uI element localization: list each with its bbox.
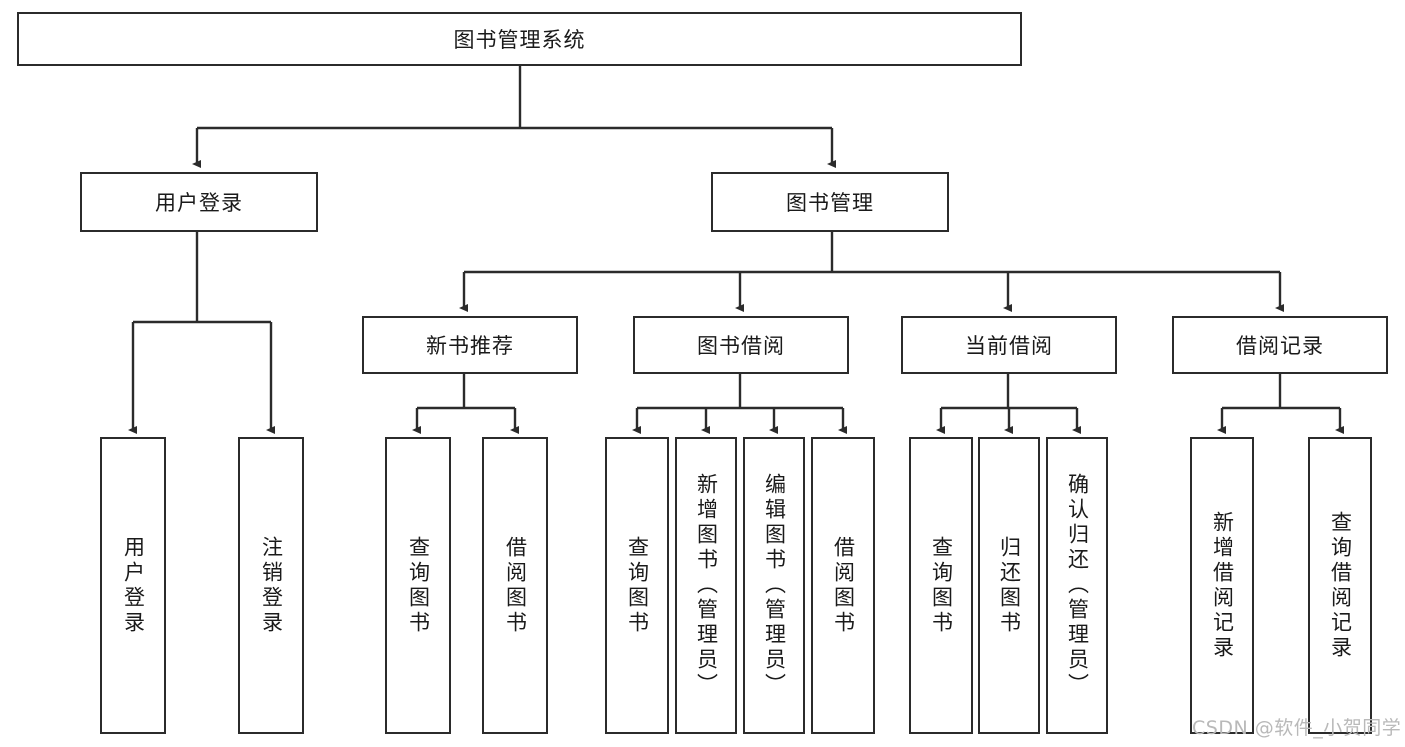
node-leaf-query-book-current[interactable]: 查询图书 [909, 437, 973, 734]
node-new-book-recommendation[interactable]: 新书推荐 [362, 316, 578, 374]
node-label: 查询图书 [625, 535, 650, 636]
node-current-borrowing[interactable]: 当前借阅 [901, 316, 1117, 374]
node-leaf-logout[interactable]: 注销登录 [238, 437, 304, 734]
node-label: 借阅记录 [1236, 334, 1324, 358]
node-borrowing-record[interactable]: 借阅记录 [1172, 316, 1388, 374]
node-leaf-query-book-borrow[interactable]: 查询图书 [605, 437, 669, 734]
node-label: 新增借阅记录 [1210, 510, 1235, 661]
node-label: 用户登录 [121, 535, 146, 636]
node-label: 借阅图书 [831, 535, 856, 636]
node-label: 查询图书 [406, 535, 431, 636]
node-label: 注销登录 [259, 535, 284, 636]
node-leaf-borrow-book-recommend[interactable]: 借阅图书 [482, 437, 548, 734]
node-leaf-user-login[interactable]: 用户登录 [100, 437, 166, 734]
node-label: 当前借阅 [965, 334, 1053, 358]
node-label: 图书管理 [786, 191, 874, 215]
node-label: 借阅图书 [503, 535, 528, 636]
node-label: 查询借阅记录 [1328, 510, 1353, 661]
node-leaf-edit-book-admin[interactable]: 编辑图书（管理员） [743, 437, 805, 734]
node-leaf-return-book[interactable]: 归还图书 [978, 437, 1040, 734]
node-label: 查询图书 [929, 535, 954, 636]
node-label: 图书管理系统 [453, 28, 586, 52]
node-label: 归还图书 [997, 535, 1022, 636]
node-label: 编辑图书（管理员） [762, 473, 787, 698]
node-label: 用户登录 [155, 191, 243, 215]
node-label: 新书推荐 [426, 334, 514, 358]
node-book-borrowing[interactable]: 图书借阅 [633, 316, 849, 374]
node-leaf-query-borrow-record[interactable]: 查询借阅记录 [1308, 437, 1372, 734]
node-leaf-query-book-recommend[interactable]: 查询图书 [385, 437, 451, 734]
csdn-watermark: CSDN @软件_小贺同学 [1192, 717, 1402, 739]
node-book-management[interactable]: 图书管理 [711, 172, 949, 232]
node-leaf-borrow-book[interactable]: 借阅图书 [811, 437, 875, 734]
node-leaf-add-book-admin[interactable]: 新增图书（管理员） [675, 437, 737, 734]
node-root-book-management-system[interactable]: 图书管理系统 [17, 12, 1022, 66]
node-user-login[interactable]: 用户登录 [80, 172, 318, 232]
node-leaf-confirm-return-admin[interactable]: 确认归还（管理员） [1046, 437, 1108, 734]
node-label: 确认归还（管理员） [1065, 473, 1090, 698]
node-label: 新增图书（管理员） [694, 473, 719, 698]
node-label: 图书借阅 [697, 334, 785, 358]
node-leaf-add-borrow-record[interactable]: 新增借阅记录 [1190, 437, 1254, 734]
